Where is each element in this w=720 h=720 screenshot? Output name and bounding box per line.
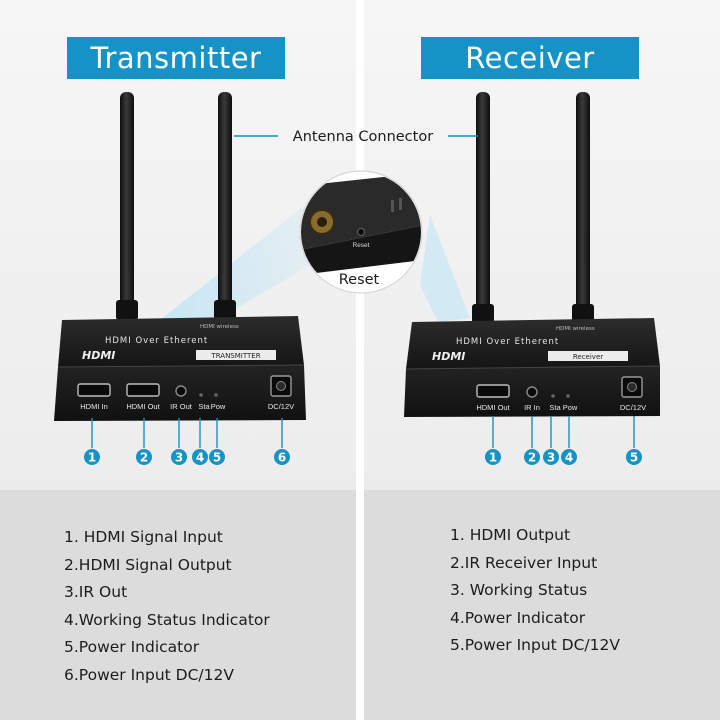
- rx-callout-4-text: 4: [565, 451, 573, 465]
- tx-port-label-hdmi-out: HDMI Out: [126, 402, 160, 411]
- receiver-callouts: [492, 416, 635, 448]
- tx-callout-2-text: 2: [140, 451, 148, 465]
- tx-callout-4: [192, 449, 208, 465]
- rx-port-label-hdmi-out: HDMI Out: [476, 403, 510, 412]
- tx-callout-3: [171, 449, 187, 465]
- antenna-connector-label: Antenna Connector: [293, 129, 433, 145]
- rx-callout-2-text: 2: [528, 451, 536, 465]
- transmitter-device: HDMI Over Etherent HDMI wireless HDMI TR…: [54, 92, 306, 421]
- antenna-right-icon: [218, 92, 232, 318]
- ir-in-jack-icon: [526, 386, 538, 398]
- tx-legend-item-3: 3.IR Out: [64, 583, 128, 602]
- receiver-tag: [548, 351, 628, 361]
- receiver-device: HDMI Over Etherent HDMI wireless HDMI Re…: [404, 92, 661, 417]
- receiver-tag-text: Receiver: [573, 353, 603, 361]
- tx-port-label-pow: Pow: [211, 402, 226, 411]
- reset-label: Reset: [339, 272, 380, 288]
- rx-hdmi-out-port-icon: [476, 384, 510, 398]
- ir-out-jack-icon: [175, 385, 187, 397]
- tx-callout-5: [209, 449, 225, 465]
- tx-port-label-dc: DC/12V: [268, 402, 294, 411]
- receiver-title: Receiver: [421, 37, 639, 79]
- pow-led-icon: [214, 393, 218, 397]
- rx-pow-led-icon: [566, 394, 570, 398]
- rx-legend-item-1: 1. HDMI Output: [450, 526, 571, 544]
- rx-legend-item-3: 3. Working Status: [450, 581, 588, 600]
- transmitter-device-name: HDMI Over Etherent: [105, 336, 208, 346]
- rx-legend-item-4: 4.Power Indicator: [450, 608, 586, 627]
- zoom-beam-right: [420, 215, 470, 322]
- receiver-legend-area: [364, 490, 720, 720]
- rx-callout-5-text: 5: [630, 451, 638, 465]
- tx-callout-1-text: 1: [88, 451, 96, 465]
- transmitter-tag: [196, 350, 276, 360]
- tx-legend-item-4: 4.Working Status Indicator: [64, 610, 270, 629]
- rx-port-label-pow: Pow: [563, 403, 578, 412]
- tx-callout-3-text: 3: [175, 451, 183, 465]
- tx-callout-1: [84, 449, 100, 465]
- rx-antenna-right-icon: [576, 92, 590, 322]
- rx-sta-led-icon: [551, 394, 555, 398]
- rx-legend-item-2: 2.IR Receiver Input: [450, 553, 598, 572]
- transmitter-title: Transmitter: [67, 37, 285, 79]
- tx-port-label-sta: Sta: [198, 402, 210, 411]
- rx-antenna-left-icon: [476, 92, 490, 322]
- tx-legend-item-5: 5.Power Indicator: [64, 638, 200, 657]
- tx-callout-4-text: 4: [196, 451, 204, 465]
- transmitter-callouts: [91, 418, 283, 448]
- tx-callout-2: [136, 449, 152, 465]
- tx-port-label-ir-out: IR Out: [170, 402, 193, 411]
- tx-callout-5-text: 5: [213, 451, 221, 465]
- receiver-brand-logo: HDMI: [432, 350, 465, 363]
- antenna-left-icon: [120, 92, 134, 318]
- tx-callout-6-text: 6: [278, 451, 286, 465]
- rx-callout-2: [524, 449, 540, 465]
- zoom-beam-left: [160, 205, 310, 330]
- tx-legend-item-1: 1. HDMI Signal Input: [64, 528, 223, 546]
- rx-port-label-ir-in: IR In: [524, 403, 540, 412]
- hdmi-in-port-icon: [77, 383, 111, 397]
- rx-callout-1-text: 1: [489, 451, 497, 465]
- transmitter-legend-area: [0, 490, 356, 720]
- rx-callout-3-text: 3: [547, 451, 555, 465]
- rx-port-label-sta: Sta: [549, 403, 561, 412]
- receiver-legend: 1. HDMI Output 2.IR Receiver Input 3. Wo…: [450, 522, 620, 660]
- transmitter-brand-logo: HDMI: [82, 349, 115, 362]
- rx-callout-5: [626, 449, 642, 465]
- tx-legend-item-6: 6.Power Input DC/12V: [64, 665, 234, 684]
- sta-led-icon: [199, 393, 203, 397]
- hdmi-out-port-icon: [126, 383, 160, 397]
- rx-legend-item-5: 5.Power Input DC/12V: [450, 636, 620, 655]
- transmitter-brand-small: HDMI wireless: [200, 324, 239, 330]
- rx-callout-3: [543, 449, 559, 465]
- reset-magnifier: Reset Reset: [299, 170, 423, 294]
- reset-button-label: Reset: [353, 242, 370, 249]
- reset-button-icon: [357, 228, 365, 236]
- tx-port-label-hdmi-in: HDMI In: [80, 402, 108, 411]
- transmitter-legend: 1. HDMI Signal Input 2.HDMI Signal Outpu…: [64, 524, 270, 690]
- rx-callout-1: [485, 449, 501, 465]
- receiver-device-name: HDMI Over Etherent: [456, 337, 559, 347]
- rx-callout-4: [561, 449, 577, 465]
- rx-port-label-dc: DC/12V: [620, 403, 646, 412]
- receiver-brand-small: HDMI wireless: [556, 326, 595, 332]
- tx-callout-6: [274, 449, 290, 465]
- transmitter-tag-text: TRANSMITTER: [210, 352, 260, 360]
- tx-legend-item-2: 2.HDMI Signal Output: [64, 555, 232, 574]
